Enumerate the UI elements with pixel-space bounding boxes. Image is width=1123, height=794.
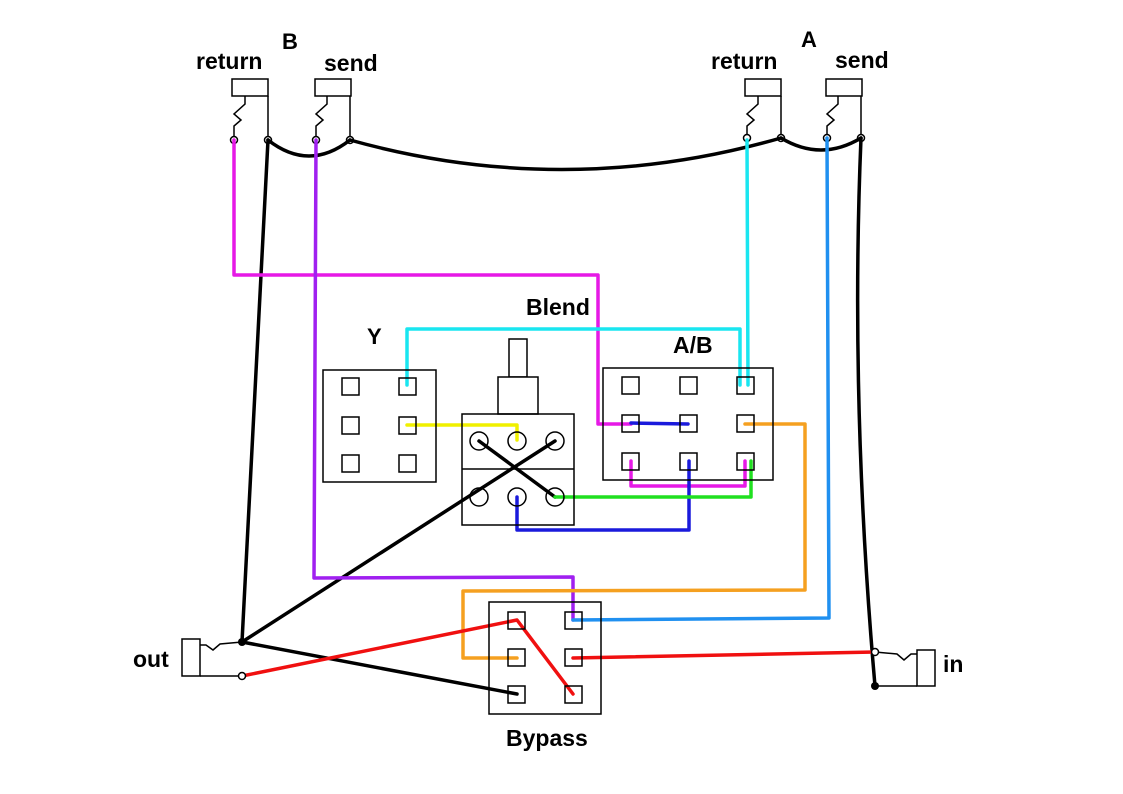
- jack-a-return: [742, 78, 786, 143]
- jack-b-return: [229, 78, 273, 145]
- wire-green: [553, 459, 753, 499]
- wire-magenta: [232, 138, 633, 426]
- wire-cyan-y: [405, 327, 742, 387]
- jack-a-send: [822, 78, 866, 143]
- label-out: out: [133, 646, 169, 672]
- label-b: B: [282, 29, 298, 54]
- label-return-b: return: [196, 48, 262, 74]
- label-a: A: [801, 27, 817, 52]
- jack-b-send: [311, 78, 355, 145]
- y-switch: [322, 369, 437, 483]
- label-send-a: send: [835, 47, 889, 73]
- in-jack: [870, 647, 936, 690]
- wire-blue-ab: [629, 421, 690, 426]
- ground-wires: [240, 136, 877, 696]
- label-y: Y: [367, 324, 382, 349]
- wire-purple: [312, 138, 575, 622]
- label-blend: Blend: [526, 294, 590, 320]
- out-jack: [181, 638, 247, 681]
- wire-red-out: [240, 618, 575, 696]
- wire-sky: [571, 136, 831, 622]
- bypass-switch: [488, 601, 602, 715]
- wire-orange: [461, 422, 807, 660]
- label-bypass: Bypass: [506, 725, 588, 751]
- wire-red-in: [571, 650, 877, 660]
- ab-switch: [602, 367, 774, 481]
- label-return-a: return: [711, 48, 777, 74]
- label-send-b: send: [324, 50, 378, 76]
- wire-cyan-a: [745, 138, 750, 387]
- blend-pot: [461, 338, 575, 526]
- label-ab: A/B: [673, 332, 713, 358]
- wire-yellow: [405, 423, 519, 442]
- label-in: in: [943, 651, 963, 677]
